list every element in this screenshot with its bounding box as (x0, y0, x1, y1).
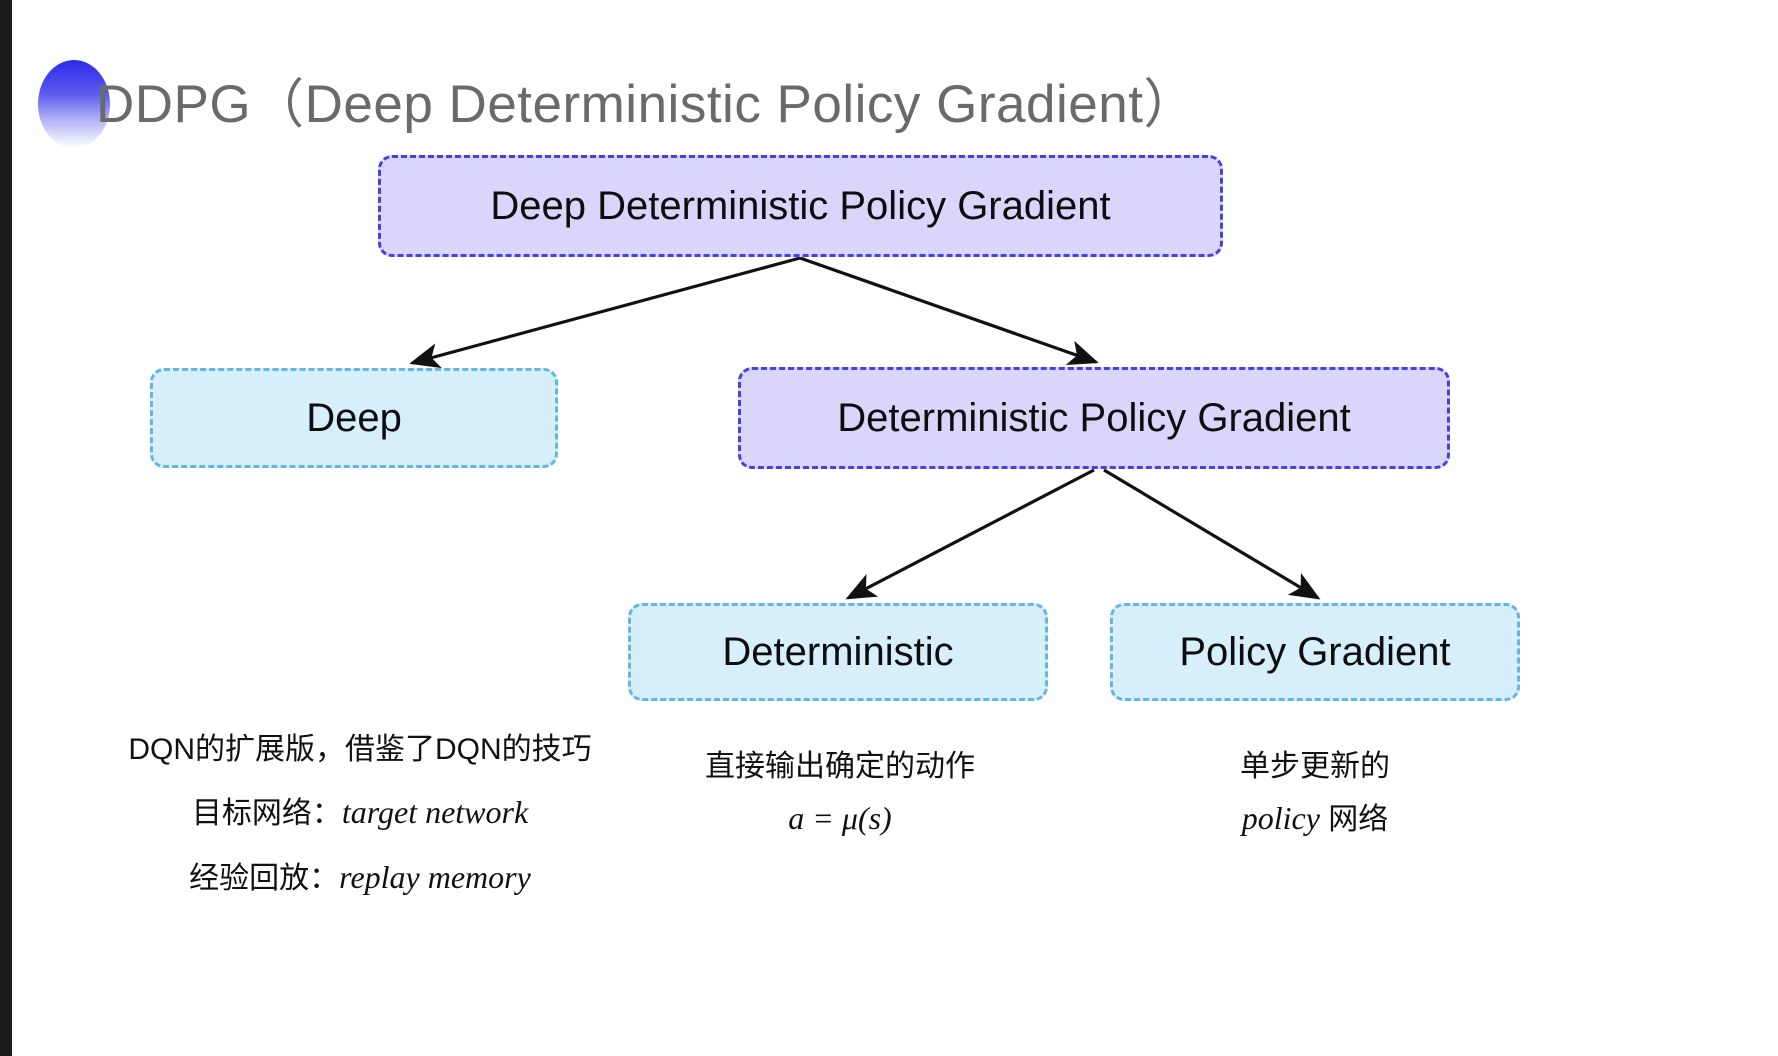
caption-label: 目标网络： (191, 797, 342, 831)
node-policy-gradient[interactable]: Policy Gradient (1110, 603, 1520, 701)
node-label: Deterministic Policy Gradient (837, 395, 1351, 440)
caption-deterministic: 直接输出确定的动作 a = μ(s) (640, 745, 1040, 849)
caption-deep-line-2: 目标网络：target network (70, 789, 650, 836)
caption-text: DQN的扩展版，借鉴了DQN的技巧 (128, 733, 592, 766)
caption-label: 经验回放： (189, 861, 340, 895)
caption-term: target network (341, 794, 529, 831)
node-label: Policy Gradient (1179, 629, 1451, 674)
edge-dpg-to-policy-gradient (1103, 468, 1321, 600)
edge-dpg-to-deterministic (845, 468, 1095, 600)
caption-term: replay memory (339, 858, 531, 895)
node-deep-deterministic-policy-gradient[interactable]: Deep Deterministic Policy Gradient (378, 155, 1223, 257)
caption-deep-line-1: DQN的扩展版，借鉴了DQN的技巧 (70, 728, 650, 772)
caption-deep: DQN的扩展版，借鉴了DQN的技巧 目标网络：target network 经验… (70, 728, 650, 918)
node-label: Deterministic (722, 629, 954, 674)
caption-deterministic-line-1: 直接输出确定的动作 (640, 745, 1040, 789)
node-label: Deep Deterministic Policy Gradient (490, 183, 1111, 228)
formula-text: a = μ(s) (788, 800, 892, 837)
node-deterministic[interactable]: Deterministic (628, 603, 1048, 701)
title-bullet-circle-icon (38, 60, 110, 148)
edge-root-to-dpg (799, 256, 1099, 365)
caption-deep-line-3: 经验回放：replay memory (70, 854, 650, 901)
caption-suffix: 网络 (1319, 803, 1389, 837)
node-deep[interactable]: Deep (150, 368, 558, 468)
page-title: DDPG（Deep Deterministic Policy Gradient） (96, 75, 1197, 134)
edge-root-to-deep (409, 256, 801, 369)
left-edge-stripe (0, 0, 12, 1056)
caption-text: 直接输出确定的动作 (705, 750, 975, 783)
caption-term: policy (1241, 800, 1320, 837)
caption-deterministic-formula: a = μ(s) (640, 795, 1040, 842)
node-deterministic-policy-gradient[interactable]: Deterministic Policy Gradient (738, 367, 1450, 469)
caption-policy-gradient: 单步更新的 policy 网络 (1110, 745, 1520, 849)
caption-policy-gradient-line-2: policy 网络 (1110, 795, 1520, 842)
caption-text: 单步更新的 (1240, 750, 1390, 783)
node-label: Deep (306, 395, 402, 440)
caption-policy-gradient-line-1: 单步更新的 (1110, 745, 1520, 789)
